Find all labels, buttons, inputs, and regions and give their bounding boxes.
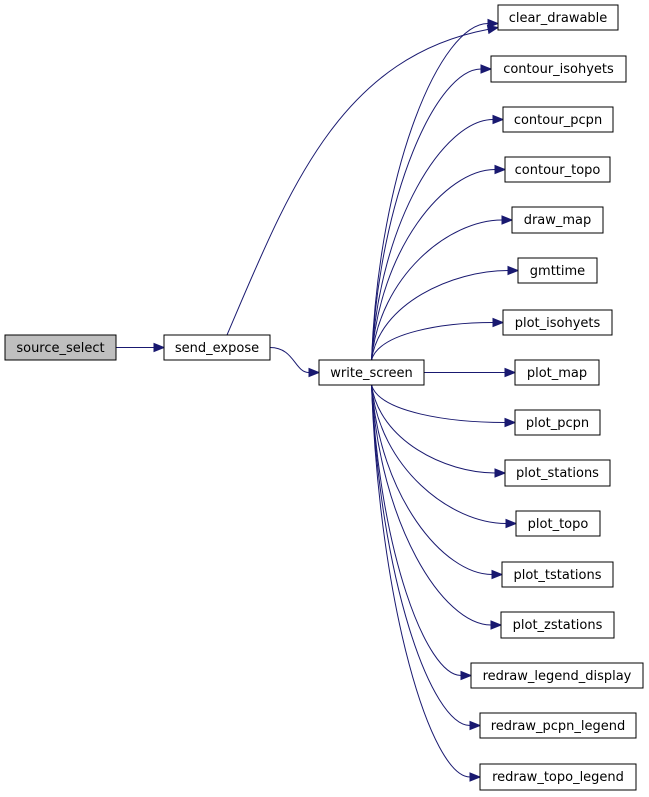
- arrowhead-icon: [480, 64, 493, 74]
- edge-line: [371, 219, 503, 361]
- edge-write_screen-to-gmttime: [371, 265, 520, 361]
- node-write-screen[interactable]: write_screen: [318, 359, 425, 386]
- node-contour-pcpn[interactable]: contour_pcpn: [502, 106, 614, 133]
- node-plot-stations[interactable]: plot_stations: [504, 459, 611, 487]
- edge-write_screen-to-plot_map: [424, 367, 517, 378]
- arrowhead-icon: [504, 367, 517, 378]
- arrowhead-icon: [505, 518, 518, 529]
- edge-write_screen-to-contour_isohyets: [371, 64, 493, 361]
- node-label: source_select: [16, 341, 104, 356]
- arrowhead-icon: [469, 772, 482, 782]
- node-clear-drawable[interactable]: clear_drawable: [497, 4, 619, 31]
- edge-line: [371, 384, 462, 676]
- node-gmttime[interactable]: gmttime: [517, 257, 598, 284]
- node-label: plot_pcpn: [526, 416, 589, 431]
- node-label: clear_drawable: [509, 11, 608, 26]
- node-send-expose[interactable]: send_expose: [163, 334, 271, 361]
- node-label: contour_topo: [515, 163, 601, 178]
- edge-write_screen-to-plot_topo: [371, 384, 518, 529]
- node-label: contour_pcpn: [514, 113, 602, 128]
- node-plot-pcpn[interactable]: plot_pcpn: [514, 409, 601, 436]
- edge-write_screen-to-redraw_topo_legend: [371, 384, 482, 782]
- call-edges: [116, 18, 520, 782]
- node-plot-tstations[interactable]: plot_tstations: [501, 561, 614, 588]
- node-label: redraw_legend_display: [483, 669, 632, 684]
- arrowhead-icon: [491, 569, 504, 580]
- edge-write_screen-to-plot_pcpn: [371, 384, 517, 428]
- edge-line: [371, 169, 496, 361]
- edge-line: [371, 119, 494, 361]
- node-plot-topo[interactable]: plot_topo: [515, 510, 601, 537]
- arrowhead-icon: [494, 164, 507, 175]
- node-plot-map[interactable]: plot_map: [514, 359, 600, 386]
- node-draw-map[interactable]: draw_map: [511, 206, 604, 234]
- edge-line: [371, 384, 506, 423]
- arrowhead-icon: [487, 18, 500, 29]
- edge-write_screen-to-redraw_legend_display: [371, 384, 473, 681]
- arrowhead-icon: [501, 215, 514, 225]
- arrowhead-icon: [490, 620, 503, 630]
- edge-write_screen-to-clear_drawable: [371, 18, 500, 361]
- node-label: plot_topo: [528, 517, 589, 532]
- arrowhead-icon: [460, 670, 473, 681]
- arrowhead-icon: [507, 265, 520, 276]
- node-label: write_screen: [330, 366, 412, 381]
- node-redraw-topo-legend[interactable]: redraw_topo_legend: [479, 763, 637, 791]
- node-label: plot_tstations: [513, 568, 601, 583]
- edge-send_expose-to-write_screen: [269, 347, 321, 378]
- edge-write_screen-to-plot_tstations: [371, 384, 504, 580]
- edge-line: [371, 384, 471, 726]
- node-contour-topo[interactable]: contour_topo: [504, 156, 611, 183]
- node-label: plot_zstations: [513, 618, 603, 633]
- edge-line: [371, 68, 482, 361]
- edge-line: [269, 347, 310, 373]
- edge-write_screen-to-plot_stations: [371, 384, 507, 478]
- node-plot-isohyets[interactable]: plot_isohyets: [502, 309, 613, 336]
- node-label: plot_stations: [516, 466, 599, 481]
- node-label: draw_map: [524, 213, 592, 228]
- node-label: gmttime: [530, 264, 585, 279]
- arrowhead-icon: [469, 720, 482, 731]
- arrowhead-icon: [308, 367, 321, 378]
- edge-line: [371, 384, 471, 778]
- node-source-select[interactable]: source_select: [4, 334, 117, 361]
- edge-write_screen-to-draw_map: [371, 215, 514, 361]
- node-redraw-pcpn-legend[interactable]: redraw_pcpn_legend: [479, 712, 637, 739]
- edge-source_select-to-send_expose: [116, 342, 166, 353]
- edge-line: [226, 28, 489, 336]
- edge-line: [371, 23, 489, 361]
- edge-line: [371, 270, 509, 361]
- edge-write_screen-to-redraw_pcpn_legend: [371, 384, 482, 731]
- node-contour-isohyets[interactable]: contour_isohyets: [490, 55, 627, 83]
- edge-line: [371, 384, 507, 524]
- edge-write_screen-to-contour_pcpn: [371, 114, 505, 361]
- node-redraw-legend-display[interactable]: redraw_legend_display: [470, 662, 644, 689]
- node-label: contour_isohyets: [503, 62, 614, 77]
- edge-write_screen-to-contour_topo: [371, 164, 507, 361]
- arrowhead-icon: [494, 468, 507, 478]
- arrowhead-icon: [492, 317, 505, 328]
- arrowhead-icon: [492, 114, 505, 125]
- arrowhead-icon: [504, 417, 517, 428]
- node-plot-zstations[interactable]: plot_zstations: [500, 611, 615, 639]
- node-label: redraw_topo_legend: [492, 770, 624, 785]
- node-label: send_expose: [175, 341, 259, 356]
- arrowhead-icon: [153, 342, 166, 353]
- edge-send_expose-to-clear_drawable: [226, 24, 500, 336]
- node-label: plot_isohyets: [515, 316, 601, 331]
- edge-write_screen-to-plot_isohyets: [371, 317, 505, 361]
- edge-line: [371, 322, 494, 361]
- edge-line: [371, 384, 493, 575]
- arrowhead-icon: [486, 24, 500, 35]
- edge-line: [371, 384, 496, 474]
- edge-write_screen-to-plot_zstations: [371, 384, 503, 630]
- node-label: plot_map: [527, 366, 587, 381]
- node-label: redraw_pcpn_legend: [491, 719, 626, 734]
- edge-line: [371, 384, 492, 626]
